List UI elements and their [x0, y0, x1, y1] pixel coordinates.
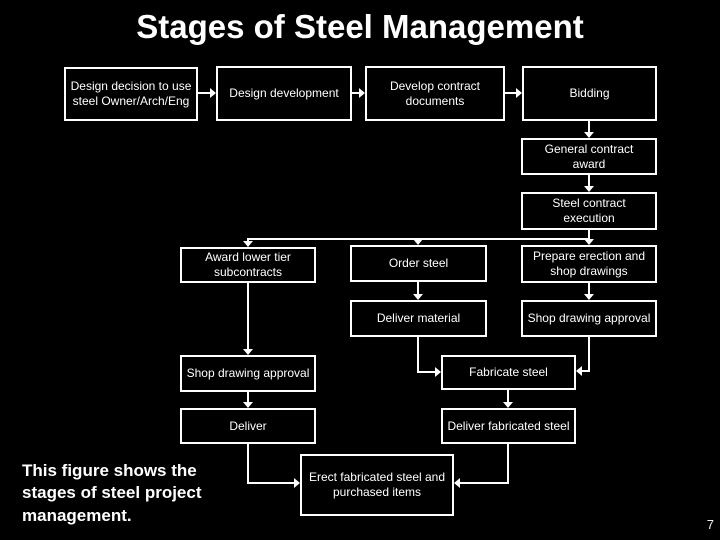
node-deliver-fabricated-steel: Deliver fabricated steel	[441, 408, 576, 444]
edge-deliver-material-fabricate-arrowhead	[435, 367, 441, 377]
edge-award-lower-shop-approval-arrowhead	[243, 349, 253, 355]
node-general-contract-award: General contract award	[521, 138, 657, 175]
caption-text: This figure shows the stages of steel pr…	[22, 461, 202, 525]
edge-deliver-fab-erect-arrowhead	[454, 478, 460, 488]
node-steel-contract-execution: Steel contract execution	[521, 192, 657, 230]
edge-bidding-award-shaft	[588, 121, 590, 132]
edge-award-lower-shop-approval-shaft	[247, 283, 249, 350]
edge-shop-approval-fabricate-arrowhead	[576, 366, 582, 376]
edge-shop-approval-fabricate-vline	[588, 337, 590, 372]
node-award-lower-tier: Award lower tier subcontracts	[180, 247, 316, 283]
edge-prepare-shop-approval-arrowhead	[584, 294, 594, 300]
edge-deliver-erect-vline	[247, 444, 249, 484]
edge-design-decision-development-arrowhead	[210, 88, 216, 98]
edge-development-documents-arrowhead	[359, 88, 365, 98]
edge-shop-approval-deliver-shaft	[247, 392, 249, 403]
edge-prepare-shop-approval-shaft	[588, 283, 590, 295]
edge-order-deliver-material-arrowhead	[413, 294, 423, 300]
edge-fabricate-deliver-fab-shaft	[507, 390, 509, 403]
edge-deliver-fab-erect-vline	[507, 444, 509, 484]
edge-shop-approval-fabricate-hline	[582, 370, 590, 372]
edge-branch-award-lower-shaft	[247, 238, 249, 242]
slide-title: Stages of Steel Management	[136, 8, 584, 45]
node-design-decision: Design decision to use steel Owner/Arch/…	[64, 67, 198, 121]
node-prepare-erection: Prepare erection and shop drawings	[521, 245, 657, 283]
page-number: 7	[706, 517, 714, 532]
edge-development-documents-shaft	[352, 92, 359, 94]
edge-award-execution-shaft	[588, 175, 590, 186]
node-shop-drawing-approval-right: Shop drawing approval	[521, 300, 657, 337]
node-deliver: Deliver	[180, 408, 316, 444]
edge-documents-bidding-shaft	[505, 92, 516, 94]
node-design-development: Design development	[216, 66, 352, 121]
edge-bidding-award-arrowhead	[584, 132, 594, 138]
node-deliver-material: Deliver material	[350, 300, 487, 337]
node-order-steel: Order steel	[350, 245, 487, 282]
node-fabricate-steel: Fabricate steel	[441, 355, 576, 390]
edge-fabricate-deliver-fab-arrowhead	[503, 402, 513, 408]
node-develop-contract-documents: Develop contract documents	[365, 66, 505, 121]
edge-execution-branch-stem	[588, 230, 590, 240]
node-shop-drawing-approval-left: Shop drawing approval	[180, 355, 316, 392]
edge-design-decision-development-shaft	[198, 92, 210, 94]
edge-deliver-fab-erect-hline	[460, 482, 509, 484]
edge-deliver-erect-hline	[247, 482, 294, 484]
edge-order-deliver-material-shaft	[417, 282, 419, 295]
node-erect: Erect fabricated steel and purchased ite…	[300, 454, 454, 516]
edge-award-execution-arrowhead	[584, 186, 594, 192]
edge-shop-approval-deliver-arrowhead	[243, 402, 253, 408]
edge-deliver-erect-arrowhead	[294, 478, 300, 488]
edge-deliver-material-fabricate-vline	[417, 337, 419, 373]
node-bidding: Bidding	[522, 66, 657, 121]
edge-documents-bidding-arrowhead	[516, 88, 522, 98]
edge-branch-award-lower-arrowhead	[243, 241, 253, 247]
edge-deliver-material-fabricate-hline	[417, 371, 435, 373]
edge-branch-prepare-erection-arrowhead	[584, 239, 594, 245]
edge-branch-order-steel-arrowhead	[413, 239, 423, 245]
